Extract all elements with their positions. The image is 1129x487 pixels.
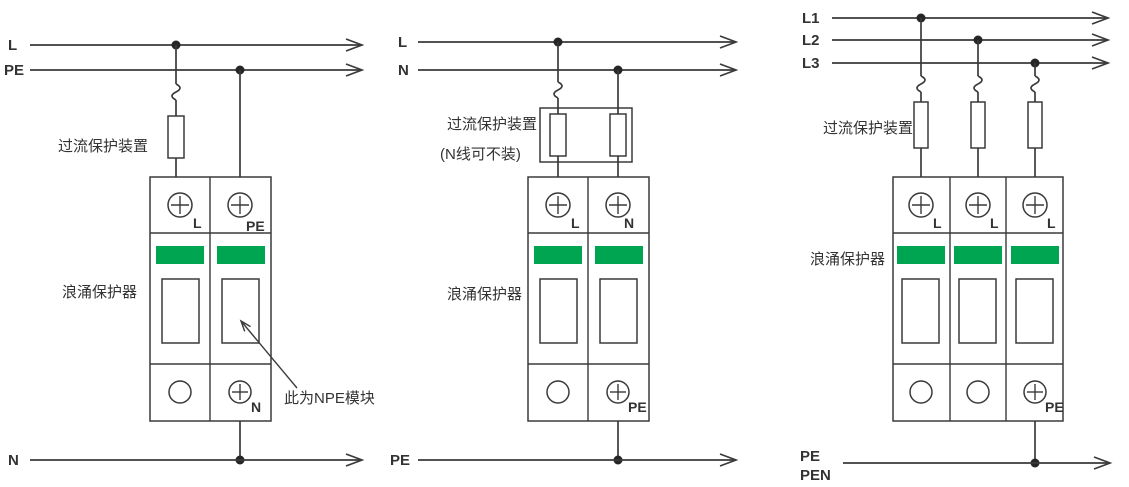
spd-label: 浪涌保护器 (62, 284, 137, 301)
terminal-label-n: N (624, 215, 634, 231)
terminal-label-pe: PE (246, 218, 265, 234)
conductor-label-n: N (8, 452, 19, 469)
wire-break-symbol (171, 83, 181, 101)
terminal-label-l3: L (1047, 215, 1056, 231)
module-window (161, 278, 200, 344)
surge-protector-2p: L N PE (527, 176, 650, 422)
status-indicator-green (1011, 246, 1059, 264)
fuse (970, 101, 986, 149)
fuse (549, 113, 567, 157)
terminal-bottom (546, 380, 570, 404)
overcurrent-device-note: (N线可不装) (440, 146, 521, 163)
fuse (609, 113, 627, 157)
terminal-label-l: L (571, 215, 580, 231)
conductor-label-pe: PE (4, 62, 24, 79)
terminal-bottom (168, 380, 192, 404)
arrowhead (345, 453, 365, 467)
arrowhead (719, 35, 739, 49)
status-indicator-green (595, 246, 643, 264)
npe-note-arrow (240, 320, 298, 389)
wire-break-symbol (916, 75, 926, 93)
arrowhead (1091, 33, 1111, 47)
overcurrent-device-label: 过流保护装置 (58, 138, 148, 155)
status-indicator-green (156, 246, 204, 264)
wire-break-symbol (553, 81, 563, 99)
conductor-label-pe: PE (800, 448, 820, 465)
terminal-label-l: L (193, 215, 202, 231)
npe-note-arrowhead (239, 319, 251, 332)
surge-protector-2p: L PE N (149, 176, 272, 422)
diagram-single-phase-ln: L N 过流保护装置 (N线可不装) L (390, 34, 739, 469)
module-window (958, 278, 997, 344)
conductor-label-pen: PEN (800, 467, 831, 484)
arrowhead (1091, 11, 1111, 25)
conductor-label-n: N (398, 62, 409, 79)
overcurrent-device-box (539, 107, 633, 163)
fuse (913, 101, 929, 149)
terminal-label-pe: PE (628, 399, 647, 415)
status-indicator-green (954, 246, 1002, 264)
terminal-bottom (966, 380, 990, 404)
diagram-three-phase: L1 L2 L3 过流保护装置 (800, 10, 1113, 484)
spd-label: 浪涌保护器 (447, 286, 522, 303)
status-indicator-green (534, 246, 582, 264)
diagram-single-phase-npe: L PE 过流保护装置 L PE (4, 37, 375, 469)
wire-break-symbol (1030, 75, 1040, 93)
wire-break-symbol (973, 75, 983, 93)
conductor-label-l: L (398, 34, 407, 51)
terminal-label-pe: PE (1045, 399, 1064, 415)
fuse (1027, 101, 1043, 149)
spd-label: 浪涌保护器 (810, 251, 885, 268)
overcurrent-device-label: 过流保护装置 (823, 120, 913, 137)
conductor-label-l3: L3 (802, 55, 820, 72)
arrowhead (1091, 56, 1111, 70)
terminal-bottom (909, 380, 933, 404)
arrowhead (1093, 456, 1113, 470)
arrowhead (345, 63, 365, 77)
conductor-label-l: L (8, 37, 17, 54)
status-indicator-green (897, 246, 945, 264)
conductor-label-l2: L2 (802, 32, 820, 49)
arrowhead (719, 63, 739, 77)
terminal-label-l2: L (990, 215, 999, 231)
npe-module-note: 此为NPE模块 (284, 390, 375, 407)
conductor-label-pe: PE (390, 452, 410, 469)
conductor-label-l1: L1 (802, 10, 820, 27)
terminal-label-n: N (251, 399, 261, 415)
module-window (599, 278, 638, 344)
terminal-label-l1: L (933, 215, 942, 231)
module-window (901, 278, 940, 344)
module-window (539, 278, 578, 344)
arrowhead (719, 453, 739, 467)
module-window (1015, 278, 1054, 344)
surge-protector-3p: L L L PE (892, 176, 1064, 422)
module-window-npe (221, 278, 260, 344)
arrowhead (345, 38, 365, 52)
status-indicator-green (217, 246, 265, 264)
fuse (167, 115, 185, 159)
overcurrent-device-label: 过流保护装置 (447, 116, 537, 133)
